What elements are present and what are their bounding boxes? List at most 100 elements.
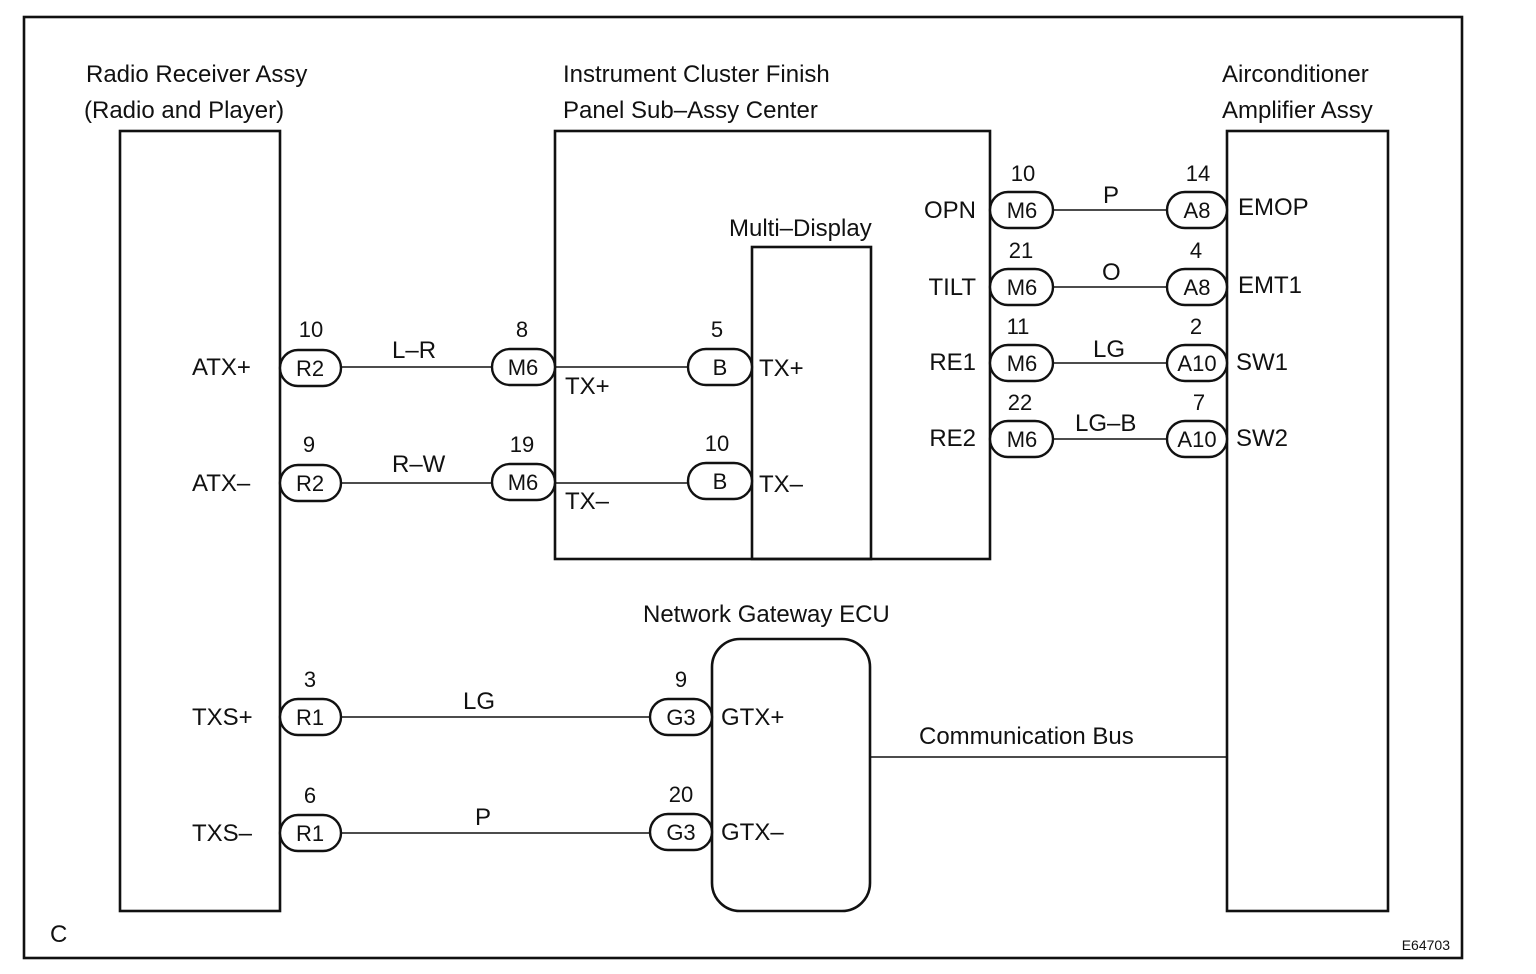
wire-label-lg-bottom: LG xyxy=(463,688,495,715)
aircon-title-line1: Airconditioner xyxy=(1222,61,1369,88)
connector-code: A8 xyxy=(1184,198,1211,223)
connector-oval xyxy=(278,463,343,503)
pin-number: 6 xyxy=(304,783,316,808)
connector-display-tx-minus: 10 B xyxy=(686,431,754,501)
gateway-body xyxy=(710,637,872,913)
gateway-terminal-gtx-plus: GTX+ xyxy=(721,704,784,731)
connector-cluster-re1: 11 M6 xyxy=(988,314,1055,383)
connector-code: R2 xyxy=(296,356,324,381)
pin-number: 7 xyxy=(1193,390,1205,415)
pin-number: 14 xyxy=(1186,161,1210,186)
connector-oval xyxy=(1165,267,1229,307)
connector-aircon-emop: 14 A8 xyxy=(1165,161,1229,230)
connector-oval xyxy=(988,267,1055,307)
connector-code: G3 xyxy=(666,705,695,730)
connector-aircon-emt1: 4 A8 xyxy=(1165,238,1229,307)
multi-display: Multi–Display TX+ TX– xyxy=(729,215,873,561)
connector-radio-atx-minus: 9 R2 xyxy=(278,432,343,503)
pin-number: 3 xyxy=(304,667,316,692)
connector-code: A10 xyxy=(1177,427,1216,452)
communication-bus-label: Communication Bus xyxy=(919,723,1134,750)
connector-radio-atx-plus: 10 R2 xyxy=(278,317,343,388)
connector-oval xyxy=(490,347,557,387)
connector-cluster-tilt: 21 M6 xyxy=(988,238,1055,307)
pin-number: 10 xyxy=(1011,161,1035,186)
connector-oval xyxy=(686,461,754,501)
pin-number: 9 xyxy=(675,667,687,692)
connector-oval xyxy=(988,190,1055,230)
cluster-terminal-re2: RE2 xyxy=(929,425,976,452)
connector-oval xyxy=(1165,343,1229,383)
connector-code: A10 xyxy=(1177,351,1216,376)
pin-number: 8 xyxy=(516,317,528,342)
connector-code: A8 xyxy=(1184,275,1211,300)
gateway-title: Network Gateway ECU xyxy=(643,601,890,628)
radio-title-line1: Radio Receiver Assy xyxy=(86,61,307,88)
pin-number: 5 xyxy=(711,317,723,342)
aircon-amplifier-assy: Airconditioner Amplifier Assy EMOP EMT1 … xyxy=(1222,61,1390,913)
connector-code: R1 xyxy=(296,821,324,846)
connector-oval xyxy=(648,812,714,852)
radio-title-line2: (Radio and Player) xyxy=(84,97,284,124)
connector-oval xyxy=(1165,419,1229,459)
connector-cluster-re2: 22 M6 xyxy=(988,390,1055,459)
cluster-terminal-tilt: TILT xyxy=(928,274,976,301)
connector-code: M6 xyxy=(1007,275,1038,300)
multi-display-terminal-tx-plus: TX+ xyxy=(759,355,804,382)
multi-display-terminal-tx-minus: TX– xyxy=(759,471,804,498)
connector-code: M6 xyxy=(508,355,539,380)
connector-oval xyxy=(278,348,343,388)
connector-gateway-gtx-minus: 20 G3 xyxy=(648,782,714,852)
connector-display-tx-plus: 5 B xyxy=(686,317,754,387)
aircon-terminal-emt1: EMT1 xyxy=(1238,272,1302,299)
pin-number: 21 xyxy=(1009,238,1033,263)
wire-label-p-top: P xyxy=(1103,182,1119,209)
gateway-terminal-gtx-minus: GTX– xyxy=(721,819,784,846)
connector-oval xyxy=(648,697,714,737)
connector-oval xyxy=(988,343,1055,383)
aircon-body xyxy=(1225,129,1390,913)
wire-label-o: O xyxy=(1102,259,1121,286)
pin-number: 11 xyxy=(1007,314,1030,339)
connector-oval xyxy=(278,813,343,853)
aircon-terminal-emop: EMOP xyxy=(1238,194,1309,221)
connector-oval xyxy=(988,419,1055,459)
connector-code: B xyxy=(713,469,728,494)
connector-oval xyxy=(490,462,557,502)
connector-code: M6 xyxy=(1007,198,1038,223)
wire-label-r-w: R–W xyxy=(392,451,446,478)
radio-terminal-txs-plus: TXS+ xyxy=(192,704,253,731)
pin-number: 9 xyxy=(303,432,315,457)
connectors: 10 R2 9 R2 3 R1 6 R1 8 M6 19 M6 xyxy=(278,161,1229,853)
connector-code: R1 xyxy=(296,705,324,730)
network-gateway-ecu: Network Gateway ECU GTX+ GTX– xyxy=(643,601,890,913)
connector-code: M6 xyxy=(1007,427,1038,452)
cluster-terminal-opn: OPN xyxy=(924,197,976,224)
multi-display-title: Multi–Display xyxy=(729,215,872,242)
pin-number: 2 xyxy=(1190,314,1202,339)
aircon-title-line2: Amplifier Assy xyxy=(1222,97,1373,124)
pin-number: 20 xyxy=(669,782,693,807)
connector-code: B xyxy=(713,355,728,380)
cluster-title-line1: Instrument Cluster Finish xyxy=(563,61,830,88)
connector-oval xyxy=(1165,190,1229,230)
radio-terminal-atx-minus: ATX– xyxy=(192,470,251,497)
connector-aircon-sw2: 7 A10 xyxy=(1165,390,1229,459)
connector-radio-txs-minus: 6 R1 xyxy=(278,783,343,853)
instrument-cluster: Instrument Cluster Finish Panel Sub–Assy… xyxy=(553,61,992,561)
wire-label-lg-b: LG–B xyxy=(1075,410,1136,437)
wire-label-l-r: L–R xyxy=(392,337,436,364)
connector-cluster-tx-plus: 8 M6 xyxy=(490,317,557,387)
multi-display-body xyxy=(750,245,873,561)
connector-cluster-tx-minus: 19 M6 xyxy=(490,432,557,502)
figure-id: E64703 xyxy=(1402,937,1450,953)
radio-terminal-txs-minus: TXS– xyxy=(192,820,253,847)
connector-gateway-gtx-plus: 9 G3 xyxy=(648,667,714,737)
connector-code: M6 xyxy=(508,470,539,495)
connector-code: G3 xyxy=(666,820,695,845)
pin-number: 19 xyxy=(510,432,534,457)
connector-code: M6 xyxy=(1007,351,1038,376)
radio-receiver-assy: Radio Receiver Assy (Radio and Player) A… xyxy=(84,61,307,913)
radio-terminal-atx-plus: ATX+ xyxy=(192,354,251,381)
cluster-terminal-re1: RE1 xyxy=(929,349,976,376)
